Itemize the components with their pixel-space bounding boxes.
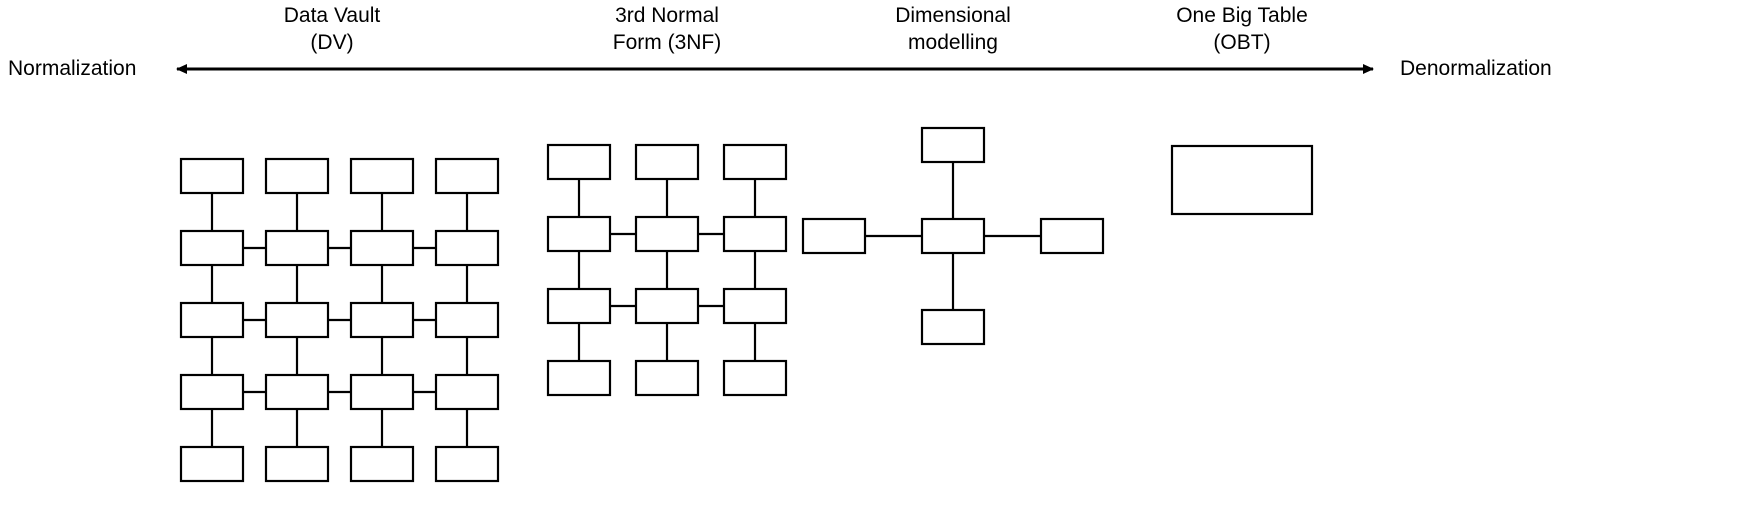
table-node	[546, 143, 612, 181]
table-node	[349, 373, 415, 411]
fact-table-node	[920, 217, 986, 255]
table-node	[434, 157, 500, 195]
table-node	[634, 143, 700, 181]
table-node	[722, 215, 788, 253]
table-node	[546, 215, 612, 253]
denormalization-axis-label: Denormalization	[1400, 57, 1552, 80]
table-node	[434, 445, 500, 483]
table-node	[634, 215, 700, 253]
dimension-node-right	[1039, 217, 1105, 255]
dimension-node-left	[801, 217, 867, 255]
table-node	[264, 229, 330, 267]
table-node	[434, 229, 500, 267]
table-node	[179, 373, 245, 411]
dimension-node-bottom	[920, 308, 986, 346]
table-node	[434, 301, 500, 339]
table-node	[634, 359, 700, 397]
column-title-dimensional-modelling: Dimensional modelling	[895, 4, 1011, 54]
table-node	[179, 229, 245, 267]
one-big-table-node	[1170, 144, 1314, 216]
table-node	[546, 287, 612, 325]
column-title-one-big-table: One Big Table (OBT)	[1176, 4, 1308, 54]
schema-group-dimensional-modelling	[801, 126, 1105, 346]
dimension-node-top	[920, 126, 986, 164]
schema-group-one-big-table	[1170, 144, 1314, 216]
table-node	[264, 445, 330, 483]
table-node	[546, 359, 612, 397]
column-title-data-vault: Data Vault (DV)	[283, 4, 381, 54]
table-node	[179, 445, 245, 483]
column-title-3nf: 3rd Normal Form (3NF)	[612, 4, 722, 54]
table-node	[634, 287, 700, 325]
schema-group-third-normal-form	[546, 143, 788, 397]
table-node	[349, 157, 415, 195]
table-node	[722, 287, 788, 325]
normalization-axis-label: Normalization	[8, 57, 137, 80]
table-node	[179, 157, 245, 195]
schema-node-groups	[179, 126, 1314, 483]
table-node	[179, 301, 245, 339]
table-node	[264, 373, 330, 411]
schema-group-data-vault	[179, 157, 500, 483]
table-node	[349, 445, 415, 483]
table-node	[264, 301, 330, 339]
table-node	[722, 143, 788, 181]
table-node	[349, 301, 415, 339]
table-node	[349, 229, 415, 267]
table-node	[434, 373, 500, 411]
table-node	[264, 157, 330, 195]
table-node	[722, 359, 788, 397]
